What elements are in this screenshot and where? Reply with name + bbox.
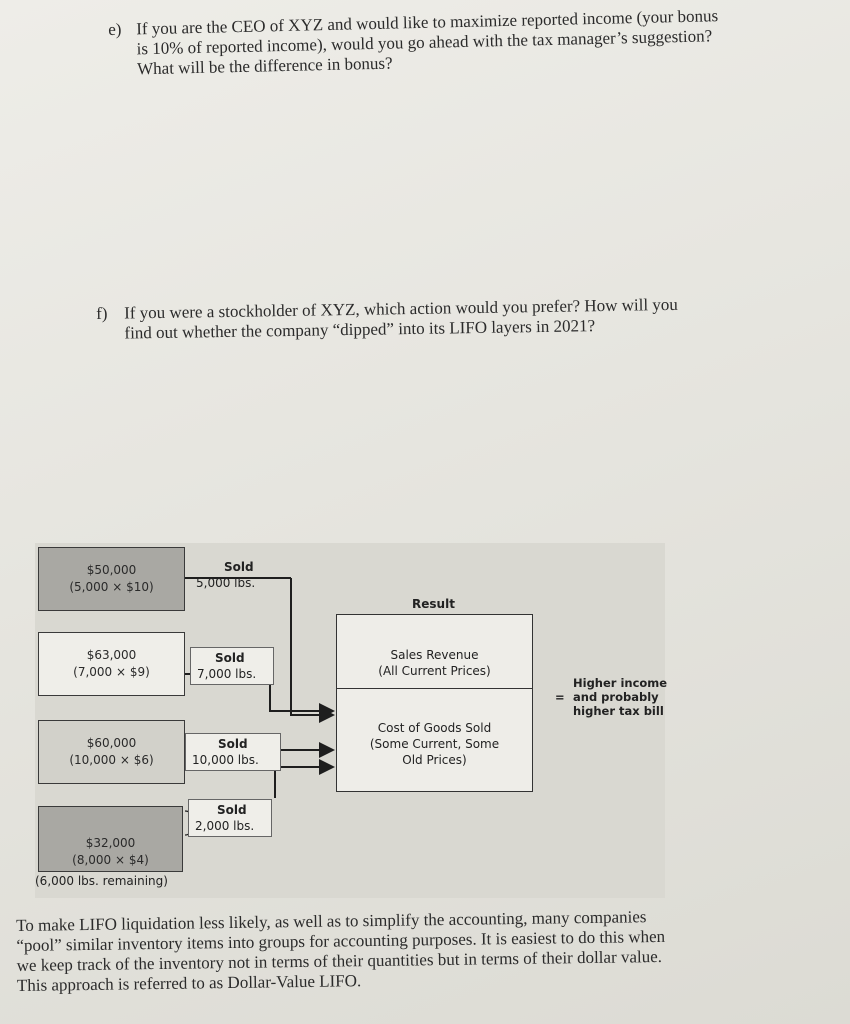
layer-1-calc: (5,000 × $10) [69, 580, 154, 594]
sold-2-qty: 7,000 lbs. [197, 667, 257, 681]
result-box: Sales Revenue (All Current Prices) Cost … [336, 614, 533, 792]
layer-1-value: $50,000 [86, 563, 137, 577]
layer-3-value: $60,000 [86, 736, 137, 750]
sold-1-qty: 5,000 lbs. [196, 576, 256, 590]
sold-1-label: Sold [224, 560, 254, 574]
result-title: Result [412, 597, 455, 611]
sold-2-label: Sold [215, 651, 245, 665]
sold-label-4: Sold 2,000 lbs. [188, 799, 272, 837]
sold-label-3: Sold 10,000 lbs. [185, 733, 281, 771]
layer-2-value: $63,000 [86, 648, 137, 662]
layer-4-value: $32,000 [85, 836, 136, 850]
sold-4-qty: 2,000 lbs. [195, 819, 255, 833]
question-e-label: e) [108, 19, 122, 39]
layer-3-calc: (10,000 × $6) [69, 753, 154, 767]
cogs-line1: Cost of Goods Sold [377, 721, 492, 735]
sold-3-label: Sold [218, 737, 248, 751]
flow-line-layer2 [269, 674, 335, 719]
layer-box-1: $50,000 (5,000 × $10) [38, 547, 185, 611]
question-f-label: f) [96, 303, 108, 323]
sold-4-label: Sold [217, 803, 247, 817]
question-e-text: If you are the CEO of XYZ and would like… [135, 6, 719, 79]
sold-label-1: Sold 5,000 lbs. [190, 557, 282, 593]
remaining-label: (6,000 lbs. remaining) [35, 874, 168, 888]
equals-sign: = [555, 690, 565, 704]
layer-2-calc: (7,000 × $9) [73, 665, 150, 679]
layer-box-4: $32,000 (8,000 × $4) [38, 806, 183, 872]
sold-label-2: Sold 7,000 lbs. [190, 647, 274, 685]
cogs-line2: (Some Current, Some [369, 737, 500, 751]
question-f-text: If you were a stockholder of XYZ, which … [123, 294, 678, 343]
layer-4-calc: (8,000 × $4) [72, 853, 149, 867]
sales-revenue-line2: (All Current Prices) [378, 664, 491, 678]
dollar-value-lifo-paragraph: To make LIFO liquidation less likely, as… [16, 907, 666, 995]
lifo-liquidation-diagram: $50,000 (5,000 × $10) $63,000 (7,000 × $… [35, 543, 667, 898]
cogs-line3: Old Prices) [402, 753, 467, 767]
result-divider [337, 688, 532, 689]
flow-line-layer1 [290, 578, 335, 723]
layer-box-2: $63,000 (7,000 × $9) [38, 632, 185, 696]
higher-income-text: Higher income and probably higher tax bi… [573, 676, 668, 718]
question-f: f) If you were a stockholder of XYZ, whi… [96, 293, 796, 343]
sold-3-qty: 10,000 lbs. [192, 753, 259, 767]
question-e: e) If you are the CEO of XYZ and would l… [108, 4, 808, 78]
sales-revenue-line1: Sales Revenue [390, 648, 479, 662]
layer-box-3: $60,000 (10,000 × $6) [38, 720, 185, 784]
